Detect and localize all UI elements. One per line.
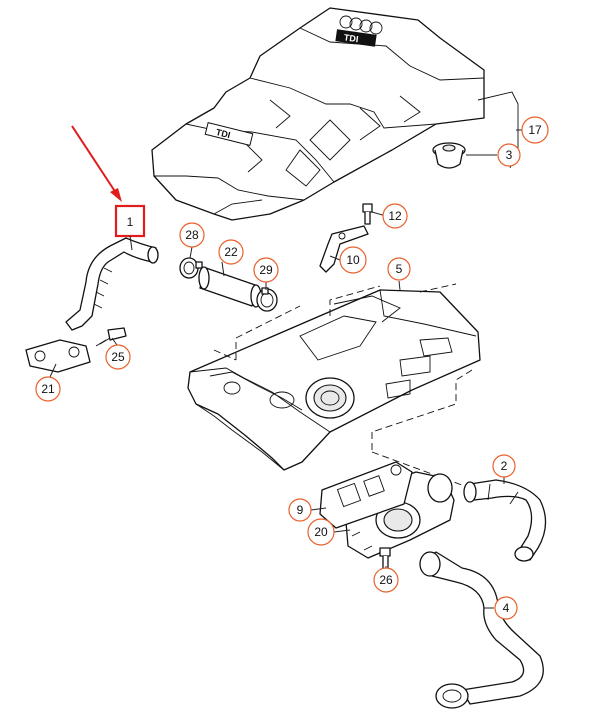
callout-9: 9 xyxy=(288,498,312,522)
crankcase-breather-hose xyxy=(463,479,547,562)
mounting-bracket xyxy=(319,225,369,273)
cover-badge-front-text: TDI xyxy=(343,32,359,44)
hose-clamp-28 xyxy=(179,257,203,279)
callout-22: 22 xyxy=(218,239,244,265)
valve-screw xyxy=(379,547,391,571)
callout-22-label: 22 xyxy=(224,245,238,259)
callout-1-label: 1 xyxy=(127,215,134,229)
callout-21-label: 21 xyxy=(41,382,55,396)
callout-4: 4 xyxy=(494,596,518,620)
rubber-grommet xyxy=(432,142,466,169)
callout-29: 29 xyxy=(253,257,279,283)
hose-flange xyxy=(25,339,91,373)
callout-28-label: 28 xyxy=(185,228,199,242)
callout-25: 25 xyxy=(105,344,131,370)
engine-cover: TDI TDI xyxy=(151,7,485,221)
hose-clamp-29 xyxy=(256,287,278,312)
highlight-arrow xyxy=(71,125,122,202)
cover-badge-side: TDI xyxy=(204,122,254,146)
cover-badge-front: TDI xyxy=(335,29,377,47)
valve-gasket xyxy=(319,461,413,529)
flange-bolt xyxy=(95,327,127,347)
connecting-hose xyxy=(198,266,262,308)
callout-10-label: 10 xyxy=(346,253,360,267)
callout-28: 28 xyxy=(179,222,205,248)
breather-hose xyxy=(65,237,159,331)
callout-2: 2 xyxy=(492,454,516,478)
cylinder-head-cover xyxy=(187,289,481,471)
callout-26: 26 xyxy=(373,567,399,593)
callout-12: 12 xyxy=(382,203,408,229)
callout-3: 3 xyxy=(497,143,521,167)
vent-hose xyxy=(419,551,544,709)
audi-rings-logo xyxy=(339,15,383,35)
callout-17: 17 xyxy=(521,116,549,144)
callout-12-label: 12 xyxy=(388,209,402,223)
stud-bolt xyxy=(362,203,373,225)
assembly-dash-lines xyxy=(213,283,473,489)
callout-5-label: 5 xyxy=(396,262,403,276)
callout-21: 21 xyxy=(35,376,61,402)
callout-20: 20 xyxy=(307,518,335,546)
cover-badge-side-text: TDI xyxy=(215,127,231,140)
callout-10: 10 xyxy=(339,246,367,274)
callout-9-label: 9 xyxy=(297,503,304,517)
callout-3-label: 3 xyxy=(506,148,513,162)
callout-29-label: 29 xyxy=(259,263,273,277)
callout-5: 5 xyxy=(387,257,411,281)
callout-26-label: 26 xyxy=(379,573,393,587)
callout-20-label: 20 xyxy=(314,525,328,539)
callout-2-label: 2 xyxy=(501,459,508,473)
callout-17-label: 17 xyxy=(528,123,542,137)
callout-25-label: 25 xyxy=(111,350,125,364)
callout-4-label: 4 xyxy=(503,601,510,615)
